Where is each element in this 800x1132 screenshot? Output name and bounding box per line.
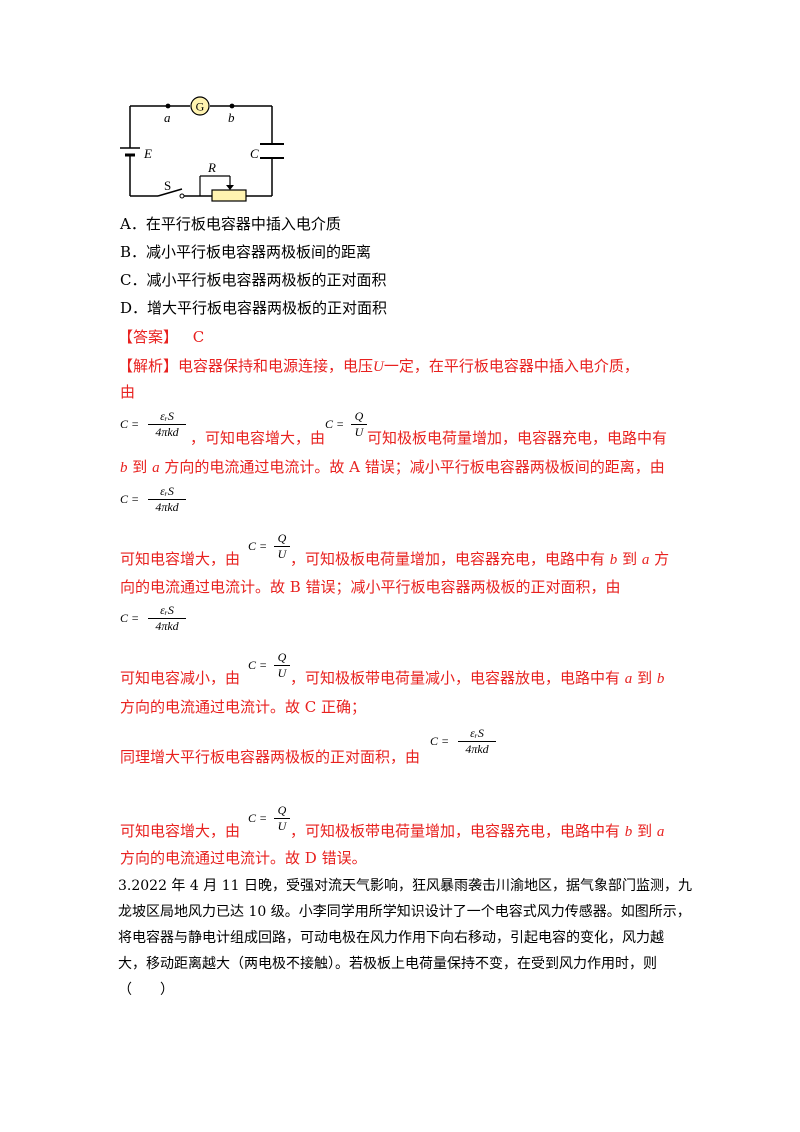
analysis-line-3a: ，可知电容增大，由 [190, 429, 326, 447]
rheostat-icon [211, 189, 247, 202]
answer-label: 【答案】 [118, 328, 179, 346]
option-c: C．减小平行板电容器两极板的正对面积 [120, 271, 387, 289]
analysis-line-10a: 可知电容增大，由 [120, 822, 241, 840]
question-3-line-2: 龙坡区局地风力已达 10 级。小李同学用所学知识设计了一个电容式风力传感器。如图… [118, 904, 691, 920]
option-b: B．减小平行板电容器两极板间的距离 [120, 243, 372, 261]
analysis-line-5b: ，可知极板电荷量增加，电容器充电，电路中有 b 到 a 方 [290, 550, 670, 568]
node-b-label: b [228, 110, 235, 125]
galvanometer-icon [190, 96, 210, 116]
capacitance-formula-1: C = εᵣS 4πkd [120, 410, 190, 439]
analysis-label: 【解析】 [118, 357, 179, 375]
battery-label: E [143, 146, 152, 161]
charge-formula-2: C = Q U [248, 532, 293, 561]
analysis-line-7b: ，可知极板带电荷量减小，电容器放电，电路中有 a 到 b [290, 669, 665, 687]
question-3-line-4: 大，移动距离越大（两电极不接触）。若极板上电荷量保持不变，在受到风力作用时，则 [118, 956, 657, 972]
question-3-line-3: 将电容器与静电计组成回路，可动电极在风力作用下向右移动，引起电容的变化，风力越 [118, 930, 664, 946]
analysis-line-2: 由 [120, 383, 136, 401]
analysis-line-7a: 可知电容减小，由 [120, 669, 241, 687]
answer-row: 【答案】 C [118, 326, 204, 348]
capacitance-formula-2: C = εᵣS 4πkd [120, 485, 190, 514]
node-a-label: a [164, 110, 171, 125]
analysis-line-9: 同理增大平行板电容器两极板的正对面积，由 [120, 748, 421, 766]
analysis-line-8: 方向的电流通过电流计。故 C 正确； [120, 698, 367, 716]
question-3: 3.2022 年 4 月 11 日晚，受强对流天气影响，狂风暴雨袭击川渝地区，据… [118, 873, 692, 1003]
analysis-line-1: 【解析】电容器保持和电源连接，电压U一定，在平行板电容器中插入电介质， [118, 357, 639, 375]
charge-formula-1: C = Q U [325, 410, 370, 439]
analysis-line-11: 方向的电流通过电流计。故 D 错误。 [120, 849, 367, 867]
capacitance-formula-4: C = εᵣS 4πkd [430, 727, 500, 756]
option-d: D．增大平行板电容器两极板的正对面积 [120, 299, 388, 317]
analysis-line-5a: 可知电容增大，由 [120, 550, 241, 568]
analysis-line-3b: 可知极板电荷量增加，电容器充电，电路中有 [367, 429, 668, 447]
capacitor-label: C [250, 146, 259, 161]
rheostat-label: R [207, 160, 216, 175]
analysis-line-10b: ，可知极板带电荷量增加，电容器充电，电路中有 b 到 a [290, 822, 665, 840]
charge-formula-4: C = Q U [248, 804, 293, 833]
analysis-line-6: 向的电流通过电流计。故 B 错误；减小平行板电容器两极板的正对面积，由 [120, 578, 621, 596]
question-3-line-1: 3.2022 年 4 月 11 日晚，受强对流天气影响，狂风暴雨袭击川渝地区，据… [118, 878, 692, 894]
capacitance-formula-3: C = εᵣS 4πkd [120, 604, 190, 633]
charge-formula-3: C = Q U [248, 651, 293, 680]
circuit-diagram: G a b E C S R [120, 96, 284, 202]
answer-value: C [192, 328, 205, 346]
option-a: A．在平行板电容器中插入电介质 [120, 215, 341, 233]
analysis-line-4: b 到 a 方向的电流通过电流计。故 A 错误；减小平行板电容器两极板间的距离，… [120, 458, 665, 476]
switch-label: S [164, 178, 171, 193]
question-3-line-5: （ ） [118, 982, 174, 998]
galvanometer-label: G [196, 100, 205, 114]
